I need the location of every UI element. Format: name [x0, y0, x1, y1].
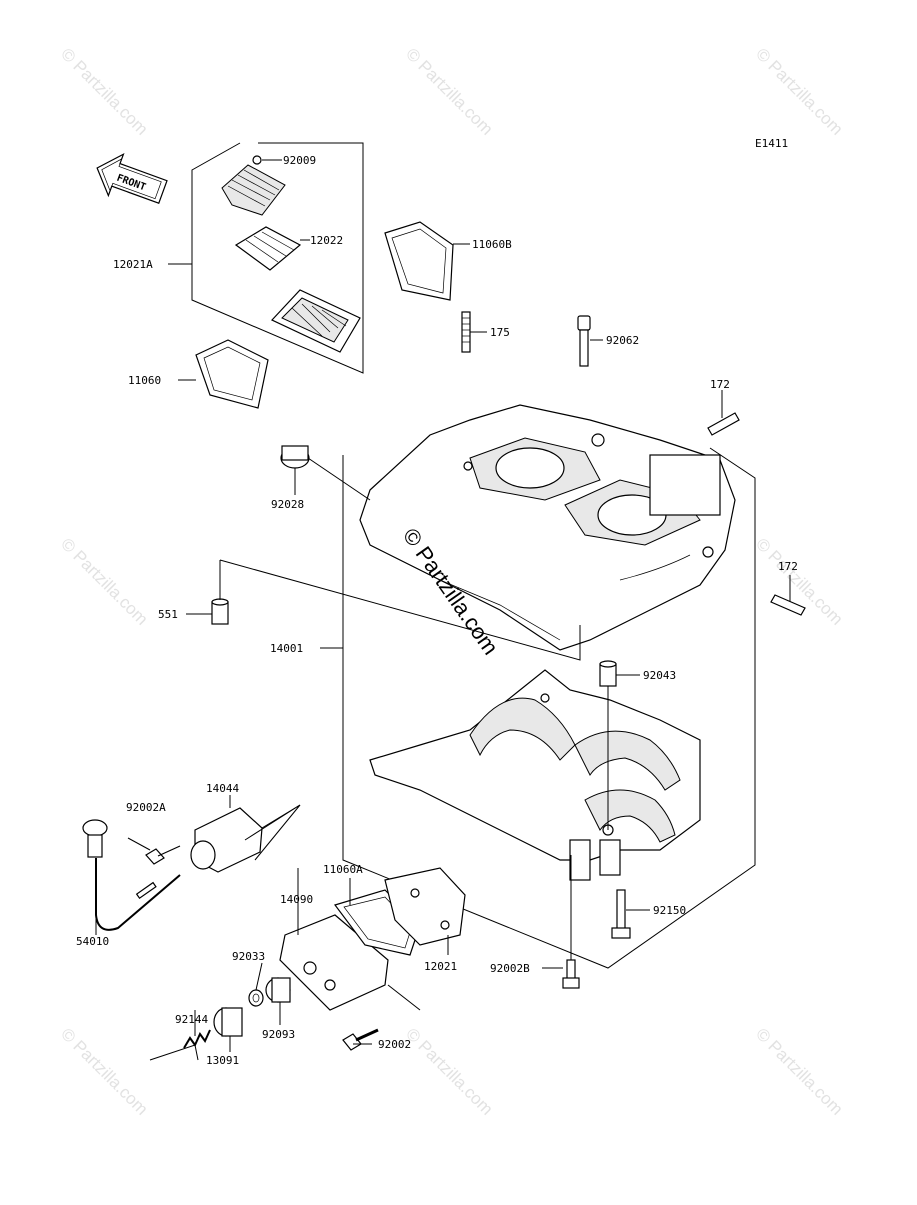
bolt-92002b: [562, 959, 580, 989]
valve-cover-14044: [190, 807, 263, 873]
reed-block: [270, 289, 361, 353]
watermark: © Partzilla.com: [57, 1024, 151, 1118]
label-92009: 92009: [283, 154, 316, 167]
label-92033: 92033: [232, 950, 265, 963]
stud-172-right: [770, 594, 806, 616]
dowel-92043: [599, 660, 617, 687]
label-92043: 92043: [643, 669, 676, 682]
label-172: 172: [778, 560, 798, 573]
label-92002: 92002: [378, 1038, 411, 1051]
crankcase-box: [342, 447, 756, 969]
watermark: © Partzilla.com: [752, 44, 846, 138]
label-92062: 92062: [606, 334, 639, 347]
diagram-code: E1411: [755, 137, 788, 150]
label-92144: 92144: [175, 1013, 208, 1026]
bolt-92150: [611, 889, 631, 939]
label-92002a: 92002A: [126, 801, 166, 814]
crankcase-lower: [369, 669, 701, 881]
label-92093: 92093: [262, 1028, 295, 1041]
label-14044: 14044: [206, 782, 239, 795]
sleeve-13091: [213, 1007, 243, 1037]
watermark: © Partzilla.com: [752, 1024, 846, 1118]
label-14090: 14090: [280, 893, 313, 906]
cable-54010: [82, 819, 181, 931]
label-13091: 13091: [206, 1054, 239, 1067]
reed-stopper: [234, 226, 302, 271]
label-92002b: 92002B: [490, 962, 530, 975]
crankcase-upper: [359, 404, 736, 651]
watermark: © Partzilla.com: [57, 534, 151, 628]
dowel-551: [211, 598, 229, 625]
bolt-92002: [342, 1028, 379, 1051]
gasket-11060: [195, 339, 269, 409]
label-54010: 54010: [76, 935, 109, 948]
label-14001: 14001: [270, 642, 303, 655]
stud-172-top: [707, 412, 740, 436]
cover-12021: [384, 867, 466, 946]
gasket-11060b: [384, 221, 454, 301]
label-551: 551: [158, 608, 178, 621]
label-172: 172: [710, 378, 730, 391]
front-arrow-icon: FRONT: [96, 152, 168, 205]
label-12021: 12021: [424, 960, 457, 973]
label-12022: 12022: [310, 234, 343, 247]
bolt-92062: [577, 315, 591, 367]
spring-92144: [183, 1029, 211, 1049]
cap-92093: [265, 977, 291, 1003]
leader-lines: [95, 159, 791, 1061]
watermark: © Partzilla.com: [402, 1024, 496, 1118]
label-175: 175: [490, 326, 510, 339]
bolt-92002a: [145, 845, 181, 865]
watermark: © Partzilla.com: [57, 44, 151, 138]
label-92028: 92028: [271, 498, 304, 511]
label-11060b: 11060B: [472, 238, 512, 251]
plug-92028: [280, 445, 310, 469]
label-11060: 11060: [128, 374, 161, 387]
stud-175: [461, 311, 471, 353]
watermark: © Partzilla.com: [402, 44, 496, 138]
screw-icon: [252, 155, 262, 165]
label-92150: 92150: [653, 904, 686, 917]
ring-92033: [248, 989, 264, 1007]
reed-valve-kit: [191, 142, 364, 374]
part-labels: 92009 12022 12021A 11060B 175 92062 1106…: [76, 154, 798, 1067]
label-11060a: 11060A: [323, 863, 363, 876]
label-12021a: 12021A: [113, 258, 153, 271]
